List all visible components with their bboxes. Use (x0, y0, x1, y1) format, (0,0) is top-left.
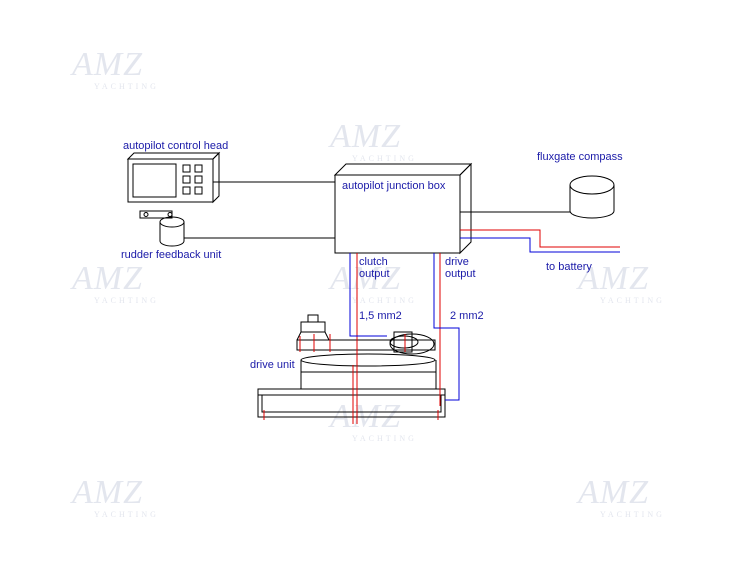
watermark-brand: AMZ (578, 260, 649, 297)
watermark: AMZ YACHTING (330, 260, 417, 306)
drive-output-label: drive output (445, 256, 476, 280)
watermark: AMZ YACHTING (578, 260, 665, 306)
fluxgate-compass-label: fluxgate compass (537, 151, 623, 163)
watermark-tagline: YACHTING (94, 510, 159, 519)
watermark: AMZ YACHTING (72, 46, 159, 92)
watermark: AMZ YACHTING (72, 260, 159, 306)
control-head-label: autopilot control head (123, 140, 229, 152)
battery-label: to battery (546, 261, 592, 273)
control-head (126, 151, 221, 204)
watermark-brand: AMZ (578, 474, 649, 511)
drive-wire-size-label: 2 mm2 (450, 310, 484, 322)
watermark-tagline: YACHTING (94, 82, 159, 91)
signal-wires (184, 181, 570, 239)
control-head-buttons (182, 164, 203, 195)
watermark-brand: AMZ (72, 260, 143, 297)
negative-wires (349, 237, 620, 401)
drive-unit (257, 314, 446, 418)
watermark-brand: AMZ (330, 260, 401, 297)
clutch-output-label: clutch output (359, 256, 390, 280)
rudder-feedback-unit-label: rudder feedback unit (121, 249, 222, 261)
junction-box (333, 162, 473, 255)
watermark-tagline: YACHTING (352, 154, 417, 163)
watermark-tagline: YACHTING (352, 296, 417, 305)
watermark-tagline: YACHTING (600, 510, 665, 519)
watermark-brand: AMZ (72, 474, 143, 511)
watermark-brand: AMZ (330, 118, 401, 155)
drive-unit-label: drive unit (250, 359, 295, 371)
watermark-brand: AMZ (72, 46, 143, 83)
watermark: AMZ YACHTING (330, 118, 417, 164)
watermark-tagline: YACHTING (94, 296, 159, 305)
clutch-wire-size-label: 1,5 mm2 (359, 310, 402, 322)
watermark-tagline: YACHTING (352, 434, 417, 443)
watermark-tagline: YACHTING (600, 296, 665, 305)
positive-wires (263, 229, 620, 424)
rudder-feedback-unit (139, 210, 185, 247)
watermark: AMZ YACHTING (578, 474, 665, 520)
fluxgate-compass (569, 175, 615, 219)
junction-box-label: autopilot junction box (342, 180, 446, 192)
watermark: AMZ YACHTING (72, 474, 159, 520)
